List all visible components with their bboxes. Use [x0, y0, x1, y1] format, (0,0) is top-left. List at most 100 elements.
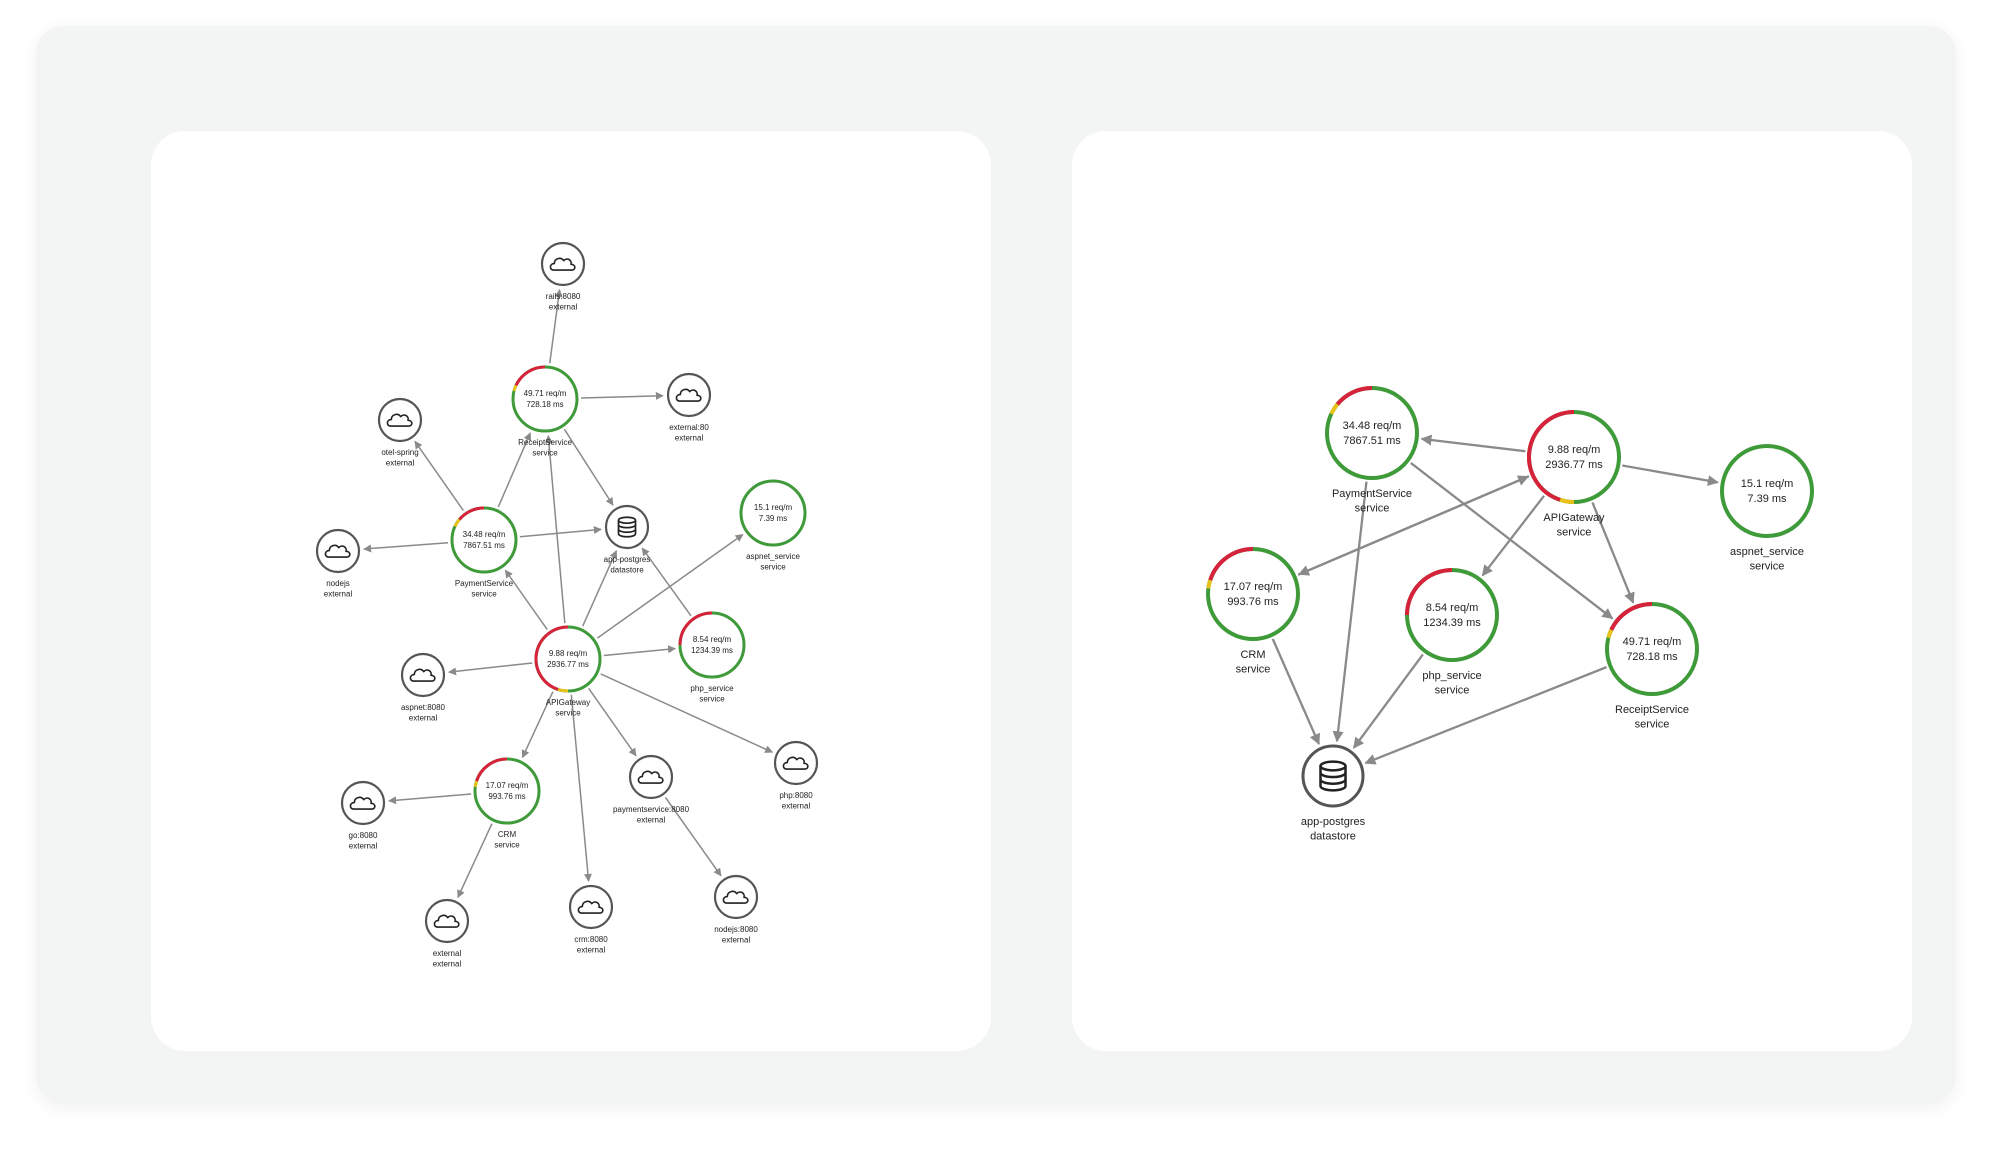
node-name: CRM [1240, 649, 1265, 661]
edge-api-to-crm[interactable] [521, 691, 554, 759]
node-name: external:80 [669, 423, 709, 432]
warning-arc [453, 518, 461, 528]
node-name: app-postgres [604, 555, 651, 564]
edge-api-to-crm8080[interactable] [570, 694, 592, 882]
edge-api-to-receipt[interactable] [544, 435, 566, 624]
node-kind: service [1236, 663, 1271, 675]
edge-receipt-to-rails[interactable] [549, 288, 563, 364]
node-name: PaymentService [1332, 488, 1412, 500]
node-name: aspnet_service [1730, 546, 1804, 558]
edge-payment-to-pg[interactable] [1332, 481, 1368, 743]
edge-api-to-receipt[interactable] [1591, 501, 1635, 604]
edge-api-to-aspnet8080[interactable] [448, 662, 533, 676]
edge-api-to-payment[interactable] [504, 569, 548, 631]
node-kind: service [532, 448, 558, 457]
edge-crm-to-pg[interactable] [1271, 638, 1320, 745]
edge-crm-to-go[interactable] [388, 793, 472, 805]
edge-payment-to-pg[interactable] [519, 526, 602, 538]
edge-payment-to-receipt[interactable] [1410, 462, 1614, 620]
cloud-icon [675, 388, 702, 402]
error-arc [534, 625, 569, 691]
node-kind: service [1557, 526, 1592, 538]
node-outline [315, 528, 361, 574]
node-kind: service [471, 589, 497, 598]
node-name: external [433, 949, 462, 958]
edge-crm-to-extext[interactable] [457, 823, 493, 899]
node-kind: service [699, 694, 725, 703]
edge-crm-to-api[interactable] [1297, 475, 1530, 576]
node-outline [540, 241, 586, 287]
warning-arc [1329, 403, 1339, 415]
edge-pay8080-to-nodejs8080[interactable] [664, 796, 722, 877]
edge-payment-to-otel[interactable] [414, 440, 464, 511]
error-arc [514, 365, 546, 387]
node-outline [424, 898, 470, 944]
edge-api-to-php[interactable] [603, 645, 676, 657]
node-outline [773, 740, 819, 786]
request-rate: 9.88 req/m [549, 649, 588, 658]
node-kind: external [433, 959, 462, 968]
request-rate: 15.1 req/m [754, 503, 793, 512]
edge-api-to-pay8080[interactable] [588, 688, 637, 757]
latency: 7867.51 ms [463, 541, 505, 550]
edge-api-to-aspnetsvc[interactable] [1622, 464, 1719, 487]
node-kind: external [349, 841, 378, 850]
edge-api-to-php[interactable] [1481, 495, 1545, 577]
edge-php-to-pg[interactable] [641, 547, 692, 617]
edge-receipt-to-pg[interactable] [563, 428, 614, 506]
node-name: PaymentService [455, 579, 514, 588]
node-kind: service [494, 840, 520, 849]
latency: 7.39 ms [1747, 493, 1787, 505]
request-rate: 9.88 req/m [1548, 444, 1601, 456]
request-rate: 17.07 req/m [486, 781, 529, 790]
edge-api-to-php8080[interactable] [600, 673, 774, 753]
edge-receipt-to-ext80[interactable] [580, 391, 664, 400]
edge-php-to-pg[interactable] [1352, 653, 1424, 749]
latency: 728.18 ms [526, 400, 563, 409]
node-outline [340, 780, 386, 826]
node-kind: external [409, 713, 438, 722]
edge-api-to-payment[interactable] [1420, 434, 1526, 453]
node-name: go:8080 [349, 831, 378, 840]
node-kind: external [324, 589, 353, 598]
edge-receipt-to-pg[interactable] [1364, 666, 1607, 765]
request-rate: 15.1 req/m [1741, 478, 1794, 490]
edge-payment-to-nodejs[interactable] [363, 541, 449, 553]
node-kind: external [577, 945, 606, 954]
warning-arc [1559, 497, 1575, 504]
edge-payment-to-receipt[interactable] [497, 432, 532, 508]
edge-api-to-pg[interactable] [582, 550, 618, 627]
latency: 2936.77 ms [1545, 459, 1603, 471]
node-name: aspnet:8080 [401, 703, 446, 712]
error-arc [1335, 386, 1373, 406]
latency: 728.18 ms [1626, 651, 1678, 663]
cloud-icon [782, 756, 809, 770]
error-arc [678, 611, 713, 646]
node-name: app-postgres [1301, 816, 1366, 828]
